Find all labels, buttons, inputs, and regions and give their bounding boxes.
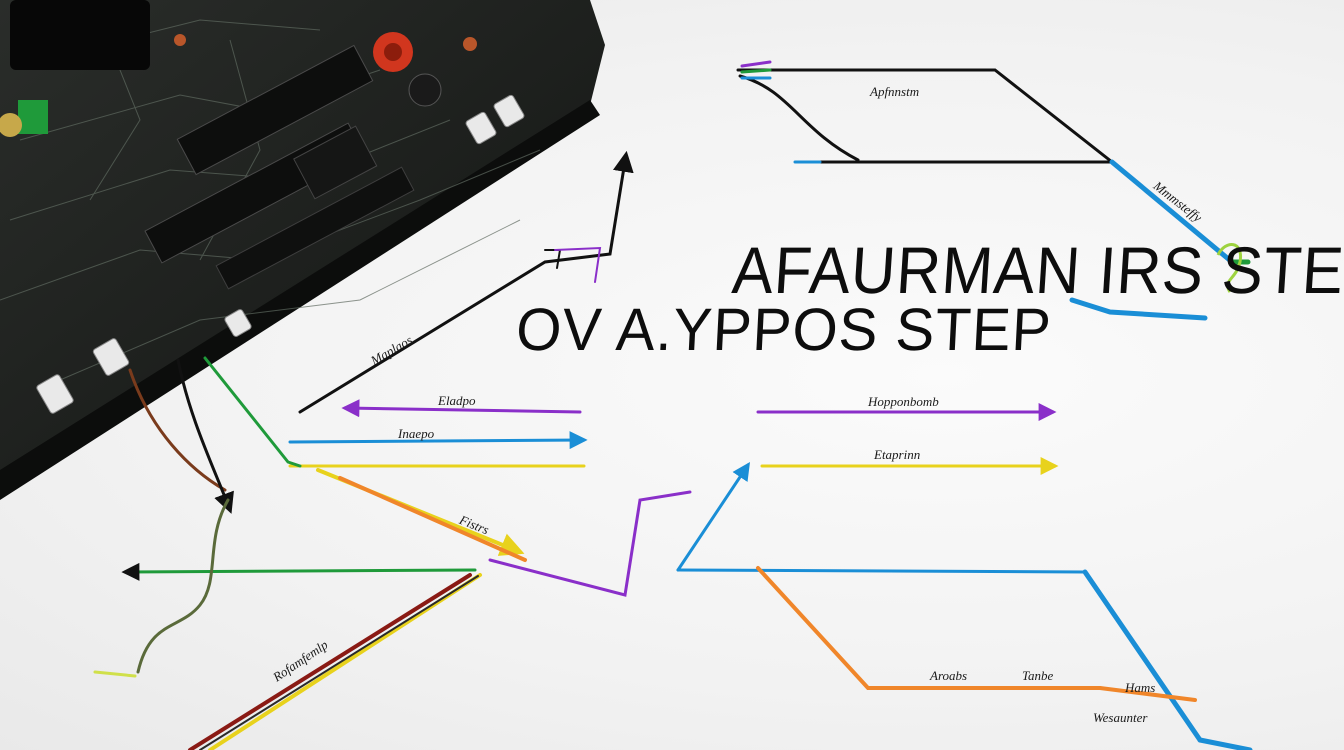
label-bottom-orange-1: Aroabs [930,668,968,683]
label-purple-right: Hopponbomb [868,394,939,409]
label-top-right: Apfnnstm [870,84,920,99]
label-bottom-blue: Hams [1125,680,1156,695]
label-yellow-right: Etaprinn [874,447,921,462]
black-connector-lines [298,68,1117,414]
label-blue-left: Inaepo [398,426,435,441]
label-bottom-right: Wesaunter [1093,710,1148,725]
label-purple-left: Eladpo [438,393,476,408]
label-bottom-orange-2: Tanbe [1022,668,1054,683]
heading-line-2: OV A.YPPOS STEP [514,296,1054,363]
circuit-board [0,0,605,500]
